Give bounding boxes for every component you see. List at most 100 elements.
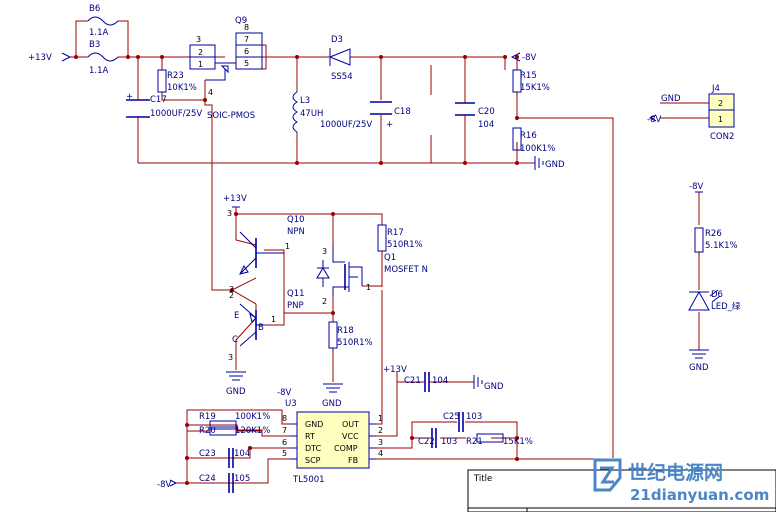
resistor-r18: R18 510R1% — [328, 321, 373, 349]
r16-value: 100K1% — [520, 144, 555, 154]
r19-ref: R19 — [199, 412, 216, 422]
r20-value: 120K1% — [235, 426, 270, 436]
u3-pin4-num: 4 — [378, 449, 383, 458]
watermark-text: 世纪电源网 — [628, 461, 723, 484]
gnd-r16-label: GND — [545, 160, 565, 170]
q9-pin3: 3 — [196, 35, 201, 44]
u3-pin2-num: 2 — [378, 426, 383, 435]
u3-pin4-name: FB — [348, 456, 358, 465]
diode-d3: D3 SS54 — [328, 35, 353, 82]
c17-polarity: + — [126, 92, 133, 102]
q1-pin3: 3 — [322, 247, 327, 256]
resistor-r16: R16 100K1% — [512, 127, 555, 154]
c22-value: 103 — [441, 437, 457, 447]
u3-pin1-num: 1 — [378, 414, 383, 423]
power-vcc-u3: +13V — [383, 365, 407, 375]
resistor-r17: R17 510R1% — [377, 224, 423, 252]
q11-value: PNP — [287, 301, 304, 311]
transistor-q11: Q11 PNP E B C 1 2 3 — [228, 289, 305, 362]
mosfet-q9: Q9 3 2 1 4 8 7 6 5 SOIC-PMOS — [189, 16, 263, 121]
u3-pin6-name: DTC — [305, 444, 322, 453]
c17-ref: C17 — [150, 95, 167, 105]
r19-value: 100K1% — [235, 412, 270, 422]
b3-ref: B3 — [89, 40, 100, 50]
c21-ref: C21 — [404, 376, 421, 386]
r17-value: 510R1% — [387, 240, 423, 250]
transistor-q10: Q10 NPN 1 2 3 — [227, 209, 305, 294]
power-neg-c24: -8V — [157, 479, 178, 490]
c20-value: 104 — [478, 120, 494, 130]
power-neg-led: -8V — [689, 182, 703, 193]
watermark: 世纪电源网 21dianyuan.com — [593, 458, 769, 504]
q1-ref: Q1 — [384, 253, 396, 263]
q9-ref: Q9 — [235, 16, 247, 26]
q11-pin3: 3 — [228, 353, 233, 362]
led-d6: D6 LED_绿 — [688, 289, 741, 312]
r23-ref: R23 — [167, 71, 184, 81]
c18-polarity: + — [386, 120, 393, 130]
r17-ref: R17 — [387, 228, 404, 238]
gnd-q11-label: GND — [226, 387, 246, 397]
q9-pin2: 2 — [198, 48, 203, 57]
d6-ref: D6 — [711, 290, 723, 300]
q11-pin2: 2 — [229, 291, 234, 300]
q1-pin1: 1 — [366, 283, 371, 292]
r16-ref: R16 — [520, 131, 537, 141]
c25-value: 103 — [466, 412, 482, 422]
u3-pin1-name: OUT — [342, 420, 359, 429]
mosfet-q1: Q1 MOSFET N 1 2 3 — [316, 246, 428, 306]
q9-pin6: 6 — [244, 47, 249, 56]
u3-pin3-name: COMP — [334, 444, 358, 453]
c17-value: 1000UF/25V — [150, 109, 202, 119]
q9-pin5: 5 — [244, 59, 249, 68]
u3-pin7-name: RT — [305, 432, 315, 441]
c21-value: 104 — [432, 376, 448, 386]
u3-pin5-name: SCP — [305, 456, 321, 465]
resistor-r21: R21 15K1% — [466, 433, 533, 447]
fuse-b6: B6 1.1A — [87, 4, 119, 38]
title-block: Title — [467, 469, 776, 512]
j4-net2: GND — [661, 94, 681, 104]
power-neg-led-label: -8V — [689, 182, 703, 192]
u3-pin8-num: 8 — [282, 414, 287, 423]
u3-pin6-num: 6 — [282, 438, 287, 447]
fuse-b3: B3 1.1A — [87, 40, 119, 76]
power-neg-u3-label: -8V — [277, 388, 291, 398]
q10-pin1: 1 — [285, 242, 290, 251]
c23-ref: C23 — [199, 449, 216, 459]
l3-ref: L3 — [300, 96, 310, 106]
gnd-led-label: GND — [689, 363, 709, 373]
d3-value: SS54 — [331, 72, 353, 82]
gnd-c21-label: GND — [484, 382, 504, 392]
power-vin: +13V — [28, 52, 72, 63]
capacitor-c21: C21 104 — [404, 372, 448, 392]
resistor-r26: R26 5.1K1% — [694, 227, 738, 253]
d6-value: LED_绿 — [711, 301, 741, 312]
b6-ref: B6 — [89, 4, 100, 14]
q11-ref: Q11 — [287, 289, 305, 299]
capacitor-c24: C24 105 — [199, 473, 250, 493]
c24-ref: C24 — [199, 474, 216, 484]
gnd-symbol-q11: GND — [226, 371, 246, 397]
power-neg-c24-label: -8V — [157, 480, 171, 490]
q10-ref: Q10 — [287, 215, 305, 225]
gnd-q1-label: GND — [322, 399, 342, 409]
power-neg-out: -8V — [510, 52, 536, 63]
r21-value: 15K1% — [503, 437, 533, 447]
capacitor-c17: + C17 1000UF/25V — [126, 92, 202, 119]
capacitor-c22: C22 103 — [418, 428, 457, 448]
q9-pin1: 1 — [198, 60, 203, 69]
u3-pin5-num: 5 — [282, 449, 287, 458]
q10-pin2: 2 — [229, 285, 234, 294]
connector-j4: J4 2 1 CON2 GND -8V — [647, 84, 735, 142]
j4-ref: J4 — [711, 84, 720, 94]
c22-ref: C22 — [418, 437, 435, 447]
q9-pin7: 7 — [244, 35, 249, 44]
r18-ref: R18 — [337, 326, 354, 336]
j4-pin1: 1 — [718, 115, 723, 124]
d3-ref: D3 — [331, 35, 343, 45]
c18-value: 1000UF/25V — [320, 120, 372, 130]
u3-ref: U3 — [285, 399, 297, 409]
capacitor-c25: C25 103 — [443, 412, 482, 432]
